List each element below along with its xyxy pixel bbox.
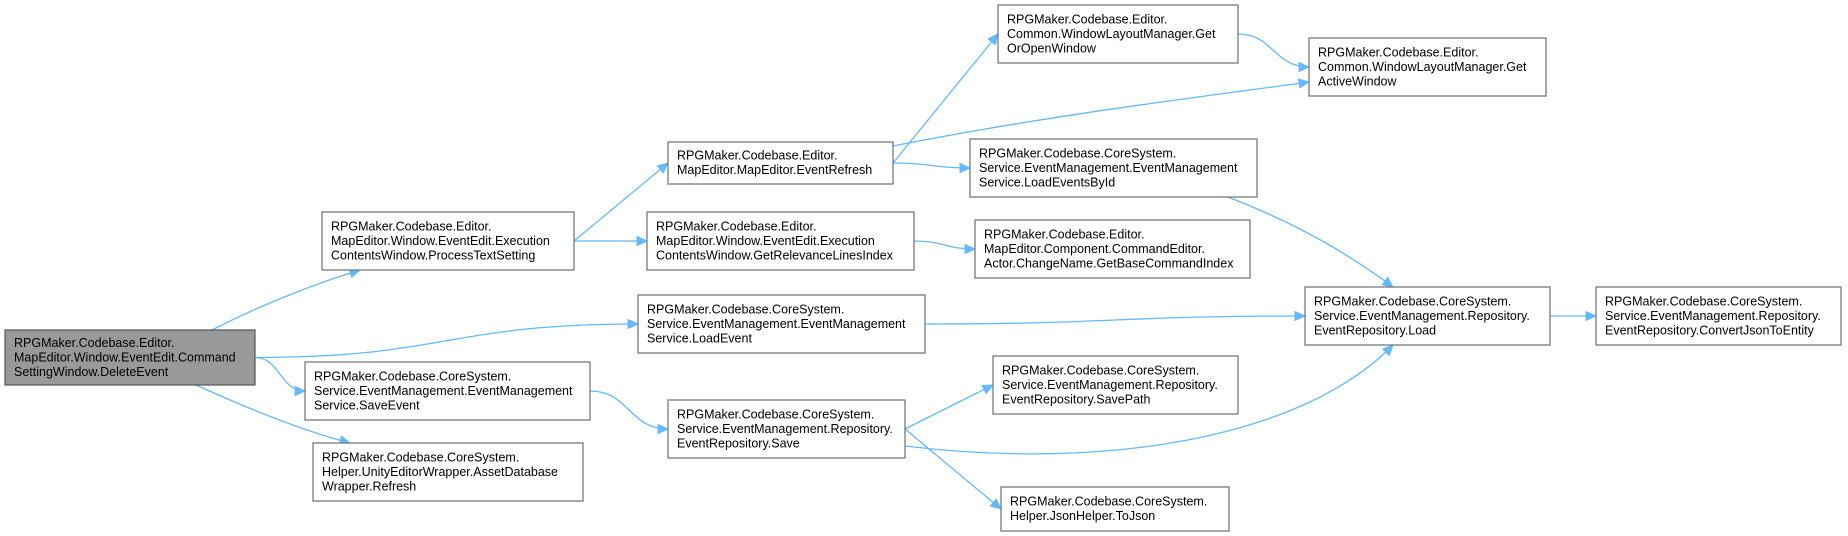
edge-process_text_setting-to-get_relevance bbox=[574, 235, 649, 247]
node-get-or-open[interactable]: RPGMaker.Codebase.Editor.Common.WindowLa… bbox=[997, 4, 1239, 64]
node-label-line: EventRepository.SavePath bbox=[1002, 392, 1151, 406]
node-box bbox=[1304, 286, 1551, 346]
node-label-line: Service.LoadEvent bbox=[647, 331, 752, 345]
node-process-text-setting[interactable]: RPGMaker.Codebase.Editor.MapEditor.Windo… bbox=[321, 211, 575, 271]
node-box bbox=[974, 219, 1251, 279]
node-get-active[interactable]: RPGMaker.Codebase.Editor.Common.WindowLa… bbox=[1308, 37, 1547, 97]
node-save-path[interactable]: RPGMaker.Codebase.CoreSystem.Service.Eve… bbox=[992, 355, 1239, 415]
node-label-line: EventRepository.Save bbox=[677, 436, 800, 450]
node-box bbox=[969, 138, 1258, 198]
node-label-line: RPGMaker.Codebase.CoreSystem. bbox=[314, 369, 511, 383]
node-box bbox=[321, 211, 575, 271]
edge-repo_load-to-convert_json bbox=[1549, 310, 1598, 322]
node-label-line: RPGMaker.Codebase.CoreSystem. bbox=[1605, 294, 1802, 308]
node-label-line: Helper.JsonHelper.ToJson bbox=[1010, 509, 1155, 523]
node-get-base-cmd[interactable]: RPGMaker.Codebase.Editor.MapEditor.Compo… bbox=[974, 219, 1251, 279]
edge-event_refresh-to-load_events_by_id bbox=[892, 162, 972, 174]
node-label-line: RPGMaker.Codebase.Editor. bbox=[656, 219, 817, 233]
edge-repo_save-to-to_json bbox=[904, 428, 1002, 510]
node-label-line: RPGMaker.Codebase.CoreSystem. bbox=[647, 302, 844, 316]
node-label-line: RPGMaker.Codebase.CoreSystem. bbox=[677, 407, 874, 421]
node-label-line: RPGMaker.Codebase.Editor. bbox=[984, 227, 1145, 241]
node-box bbox=[4, 329, 256, 386]
node-box bbox=[667, 399, 906, 459]
node-label-line: RPGMaker.Codebase.CoreSystem. bbox=[322, 450, 519, 464]
edge-repo_save-to-save_path bbox=[904, 384, 995, 430]
node-label-line: MapEditor.MapEditor.EventRefresh bbox=[677, 163, 872, 177]
edge-get_or_open-to-get_active bbox=[1237, 33, 1311, 73]
node-repo-save[interactable]: RPGMaker.Codebase.CoreSystem.Service.Eve… bbox=[667, 399, 906, 459]
node-label-line: RPGMaker.Codebase.Editor. bbox=[1318, 45, 1479, 59]
node-get-relevance[interactable]: RPGMaker.Codebase.Editor.MapEditor.Windo… bbox=[646, 211, 915, 271]
node-asset-refresh[interactable]: RPGMaker.Codebase.CoreSystem.Helper.Unit… bbox=[312, 442, 584, 502]
node-label-line: RPGMaker.Codebase.Editor. bbox=[1007, 12, 1168, 26]
node-save-event[interactable]: RPGMaker.Codebase.CoreSystem.Service.Eve… bbox=[304, 361, 591, 421]
node-to-json[interactable]: RPGMaker.Codebase.CoreSystem.Helper.Json… bbox=[1000, 486, 1230, 532]
node-label-line: MapEditor.Window.EventEdit.Command bbox=[14, 350, 236, 364]
node-label-line: RPGMaker.Codebase.Editor. bbox=[331, 219, 492, 233]
node-label-line: RPGMaker.Codebase.CoreSystem. bbox=[1010, 495, 1207, 509]
node-label-line: RPGMaker.Codebase.CoreSystem. bbox=[1002, 363, 1199, 377]
node-box bbox=[646, 211, 915, 271]
edge-repo_save-to-repo_load bbox=[904, 344, 1394, 455]
node-box bbox=[312, 442, 584, 502]
node-label-line: Service.SaveEvent bbox=[314, 398, 420, 412]
node-box bbox=[992, 355, 1239, 415]
node-label-line: Helper.UnityEditorWrapper.AssetDatabase bbox=[322, 465, 558, 479]
node-load-events-by-id[interactable]: RPGMaker.Codebase.CoreSystem.Service.Eve… bbox=[969, 138, 1258, 198]
edge-load_event-to-repo_load bbox=[924, 310, 1307, 325]
node-label-line: EventRepository.ConvertJsonToEntity bbox=[1605, 323, 1815, 337]
edge-delete_event-to-save_event bbox=[254, 356, 307, 397]
node-label-line: RPGMaker.Codebase.CoreSystem. bbox=[1314, 294, 1511, 308]
node-convert-json[interactable]: RPGMaker.Codebase.CoreSystem.Service.Eve… bbox=[1595, 286, 1842, 346]
node-label-line: MapEditor.Window.EventEdit.Execution bbox=[331, 234, 550, 248]
node-label-line: Service.EventManagement.EventManagement bbox=[979, 161, 1238, 175]
edge-event_refresh-to-get_or_open bbox=[892, 33, 999, 164]
node-box bbox=[997, 4, 1239, 64]
node-label-line: Wrapper.Refresh bbox=[322, 479, 416, 493]
node-label-line: Service.EventManagement.Repository. bbox=[1314, 309, 1530, 323]
node-label-line: RPGMaker.Codebase.Editor. bbox=[677, 149, 838, 163]
node-box bbox=[304, 361, 591, 421]
node-load-event[interactable]: RPGMaker.Codebase.CoreSystem.Service.Eve… bbox=[637, 294, 926, 354]
node-box bbox=[1595, 286, 1842, 346]
edge-delete_event-to-load_event bbox=[254, 318, 640, 359]
node-label-line: RPGMaker.Codebase.CoreSystem. bbox=[979, 146, 1176, 160]
edge-process_text_setting-to-event_refresh bbox=[573, 162, 669, 242]
node-label-line: Service.EventManagement.Repository. bbox=[1605, 309, 1821, 323]
edge-save_event-to-repo_save bbox=[589, 390, 670, 435]
node-box bbox=[637, 294, 926, 354]
node-label-line: OrOpenWindow bbox=[1007, 41, 1097, 55]
node-label-line: Service.EventManagement.EventManagement bbox=[314, 384, 573, 398]
node-label-line: MapEditor.Window.EventEdit.Execution bbox=[656, 234, 875, 248]
node-box bbox=[1000, 486, 1230, 532]
node-label-line: ContentsWindow.GetRelevanceLinesIndex bbox=[656, 248, 894, 262]
node-label-line: Actor.ChangeName.GetBaseCommandIndex bbox=[984, 256, 1234, 270]
node-label-line: Common.WindowLayoutManager.Get bbox=[1318, 60, 1527, 74]
edge-load_events_by_id-to-repo_load bbox=[1227, 196, 1394, 288]
node-label-line: Common.WindowLayoutManager.Get bbox=[1007, 27, 1216, 41]
node-box bbox=[1308, 37, 1547, 97]
node-label-line: EventRepository.Load bbox=[1314, 323, 1436, 337]
node-label-line: RPGMaker.Codebase.Editor. bbox=[14, 336, 175, 350]
node-label-line: SettingWindow.DeleteEvent bbox=[14, 365, 169, 379]
nodes-layer: RPGMaker.Codebase.Editor.MapEditor.Windo… bbox=[4, 4, 1842, 532]
node-repo-load[interactable]: RPGMaker.Codebase.CoreSystem.Service.Eve… bbox=[1304, 286, 1551, 346]
node-label-line: Service.EventManagement.Repository. bbox=[677, 422, 893, 436]
node-label-line: ContentsWindow.ProcessTextSetting bbox=[331, 248, 535, 262]
node-label-line: MapEditor.Component.CommandEditor. bbox=[984, 242, 1205, 256]
node-label-line: Service.LoadEventsById bbox=[979, 175, 1115, 189]
node-delete-event[interactable]: RPGMaker.Codebase.Editor.MapEditor.Windo… bbox=[4, 329, 256, 386]
edge-get_relevance-to-get_base_cmd bbox=[913, 240, 977, 255]
node-label-line: Service.EventManagement.Repository. bbox=[1002, 378, 1218, 392]
edge-delete_event-to-process_text_setting bbox=[211, 267, 362, 331]
edge-event_refresh-to-get_active bbox=[892, 78, 1311, 147]
node-box bbox=[667, 141, 894, 185]
node-event-refresh[interactable]: RPGMaker.Codebase.Editor.MapEditor.MapEd… bbox=[667, 141, 894, 185]
node-label-line: ActiveWindow bbox=[1318, 74, 1397, 88]
node-label-line: Service.EventManagement.EventManagement bbox=[647, 317, 906, 331]
